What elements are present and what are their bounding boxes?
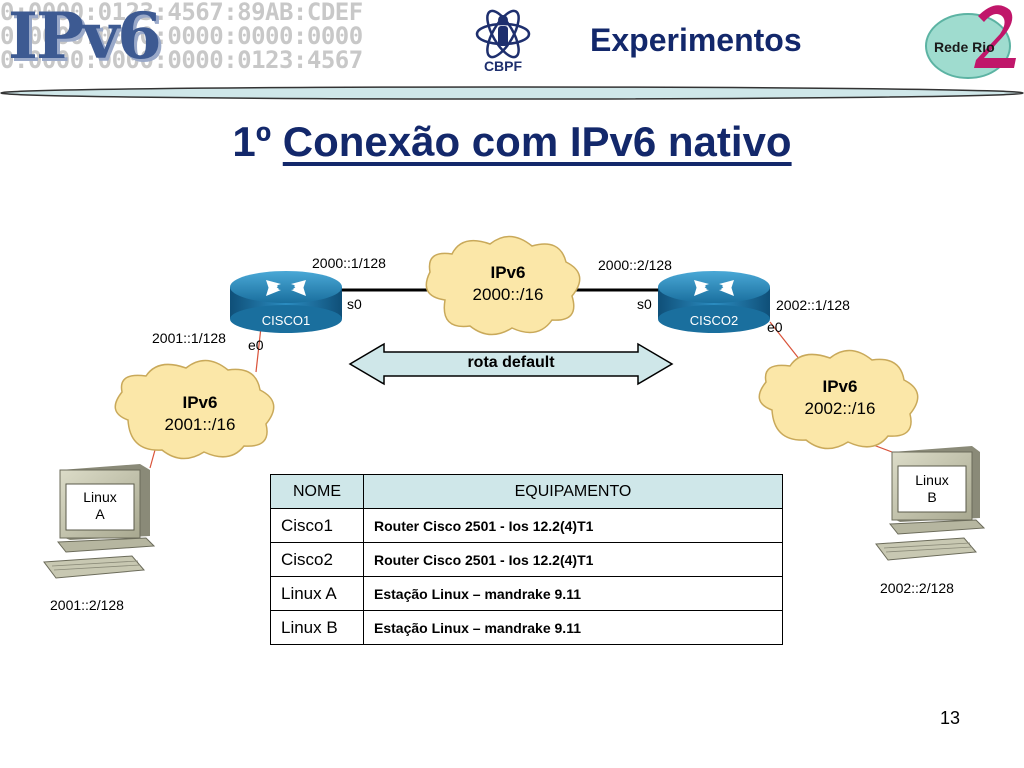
rede-rio-logo-text: Rede Rio xyxy=(934,39,995,55)
table-header-name: NOME xyxy=(270,474,364,509)
equipment-table: NOME EQUIPAMENTO Cisco1 Router Cisco 250… xyxy=(270,474,783,645)
host-label-line: B xyxy=(927,489,937,505)
slide-title: 1º Conexão com IPv6 nativo xyxy=(0,118,1024,166)
host-label-line: A xyxy=(95,506,105,522)
host-label-line: Linux xyxy=(83,489,117,505)
cloud-ipv6-2002 xyxy=(758,349,919,450)
address-cisco2-s0: 2000::2/128 xyxy=(598,257,672,273)
header-divider xyxy=(0,86,1024,100)
cbpf-atom-logo xyxy=(475,9,531,59)
host-label-linux-a: Linux A xyxy=(66,489,134,523)
cloud-name: IPv6 xyxy=(490,263,526,282)
computer-linux-a[interactable] xyxy=(43,464,156,579)
table-cell-equipment: Router Cisco 2501 - Ios 12.2(4)T1 xyxy=(363,542,783,577)
cloud-ipv6-2000 xyxy=(425,235,581,336)
cbpf-logo-text: CBPF xyxy=(483,58,523,74)
router-arrows-icon xyxy=(266,280,306,296)
address-linux-b: 2002::2/128 xyxy=(880,580,954,596)
address-cisco1-s0: 2000::1/128 xyxy=(312,255,386,271)
router-arrows-icon xyxy=(694,280,734,296)
ethernet-link-linux-a xyxy=(149,449,156,469)
cloud-label-2002: IPv6 2002::/16 xyxy=(776,376,904,420)
table-row: Cisco1 Router Cisco 2501 - Ios 12.2(4)T1 xyxy=(270,508,783,543)
table-header-row: NOME EQUIPAMENTO xyxy=(270,474,783,509)
table-cell-name: Cisco1 xyxy=(270,508,364,543)
table-cell-name: Linux B xyxy=(270,610,364,645)
cloud-prefix: 2000::/16 xyxy=(472,285,544,304)
rede-rio-logo: Rede Rio xyxy=(925,5,1016,79)
page-number: 13 xyxy=(939,708,960,728)
ipv6-logo: IPv6 xyxy=(8,0,162,74)
cloud-label-2000: IPv6 2000::/16 xyxy=(448,262,568,306)
router-cisco1[interactable]: CISCO1 xyxy=(230,271,342,333)
table-row: Linux B Estação Linux – mandrake 9.11 xyxy=(270,610,783,645)
cloud-prefix: 2002::/16 xyxy=(804,399,876,418)
cloud-label-2001: IPv6 2001::/16 xyxy=(136,392,264,436)
computer-linux-b[interactable] xyxy=(875,446,986,561)
table-row: Linux A Estação Linux – mandrake 9.11 xyxy=(270,576,783,611)
cloud-name: IPv6 xyxy=(822,377,858,396)
ipv6-hex-background: 0:0000:0123:4567:89AB:CDEF 0:0000:0000:0… xyxy=(0,0,470,76)
cloud-ipv6-2001 xyxy=(114,359,275,460)
address-cisco2-e0: 2002::1/128 xyxy=(776,297,850,313)
address-cisco1-e0: 2001::1/128 xyxy=(152,330,226,346)
table-cell-equipment: Estação Linux – mandrake 9.11 xyxy=(363,610,783,645)
default-route-label: rota default xyxy=(467,354,555,371)
table-cell-name: Cisco2 xyxy=(270,542,364,577)
interface-e0-cisco2: e0 xyxy=(767,319,783,335)
cloud-prefix: 2001::/16 xyxy=(164,415,236,434)
router-label-cisco1: CISCO1 xyxy=(262,313,310,328)
table-header-equipment: EQUIPAMENTO xyxy=(363,474,783,509)
hex-line: 0:0000:0123:4567:89AB:CDEF xyxy=(0,0,363,26)
address-linux-a: 2001::2/128 xyxy=(50,597,124,613)
router-cisco2[interactable]: CISCO2 xyxy=(658,271,770,333)
ethernet-link-cisco2 xyxy=(769,321,801,361)
table-row: Cisco2 Router Cisco 2501 - Ios 12.2(4)T1 xyxy=(270,542,783,577)
interface-s0-cisco2: s0 xyxy=(637,296,652,312)
hex-line: 0:0000:0000:0000:0123:4567 xyxy=(0,46,363,74)
host-label-linux-b: Linux B xyxy=(898,472,966,506)
header-title: Experimentos xyxy=(590,22,802,58)
table-cell-name: Linux A xyxy=(270,576,364,611)
host-label-line: Linux xyxy=(915,472,949,488)
cloud-name: IPv6 xyxy=(182,393,218,412)
default-route-arrow xyxy=(348,342,674,386)
router-label-cisco2: CISCO2 xyxy=(690,313,738,328)
table-cell-equipment: Estação Linux – mandrake 9.11 xyxy=(363,576,783,611)
slide-title-text: Conexão com IPv6 nativo xyxy=(282,118,792,165)
slide-title-number: 1º xyxy=(232,118,272,165)
hex-line: 0:0000:0000:0000:0000:0000 xyxy=(0,22,363,50)
interface-s0-cisco1: s0 xyxy=(347,296,362,312)
interface-e0-cisco1: e0 xyxy=(248,337,264,353)
table-cell-equipment: Router Cisco 2501 - Ios 12.2(4)T1 xyxy=(363,508,783,543)
